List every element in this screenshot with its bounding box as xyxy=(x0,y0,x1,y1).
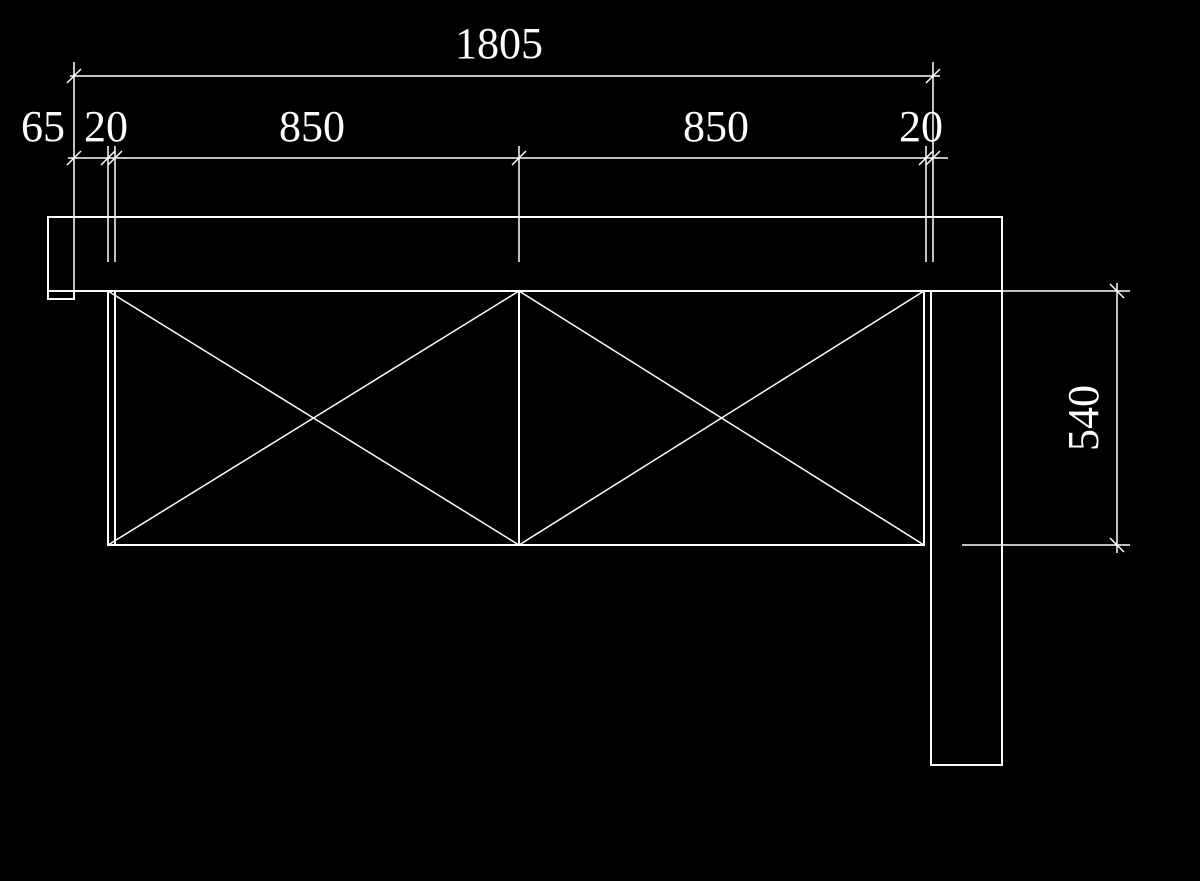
dimension-left-gap-label: 20 xyxy=(84,102,128,151)
dimension-segments: 65 20 850 850 20 xyxy=(21,102,948,262)
dimension-depth: 540 xyxy=(962,283,1130,553)
dimension-overall-label: 1805 xyxy=(455,19,543,68)
dimension-cabinet-2-label: 850 xyxy=(683,102,749,151)
countertop-slab xyxy=(47,216,1003,292)
dimension-cabinet-1-label: 850 xyxy=(279,102,345,151)
dimension-right-gap-label: 20 xyxy=(899,102,943,151)
countertop-left-lip xyxy=(47,290,75,300)
cabinet-units xyxy=(107,290,931,546)
side-panel xyxy=(930,290,1003,766)
dimension-overall: 1805 xyxy=(66,19,941,290)
dimension-depth-label: 540 xyxy=(1059,385,1108,451)
dimension-left-overhang-label: 65 xyxy=(21,102,65,151)
